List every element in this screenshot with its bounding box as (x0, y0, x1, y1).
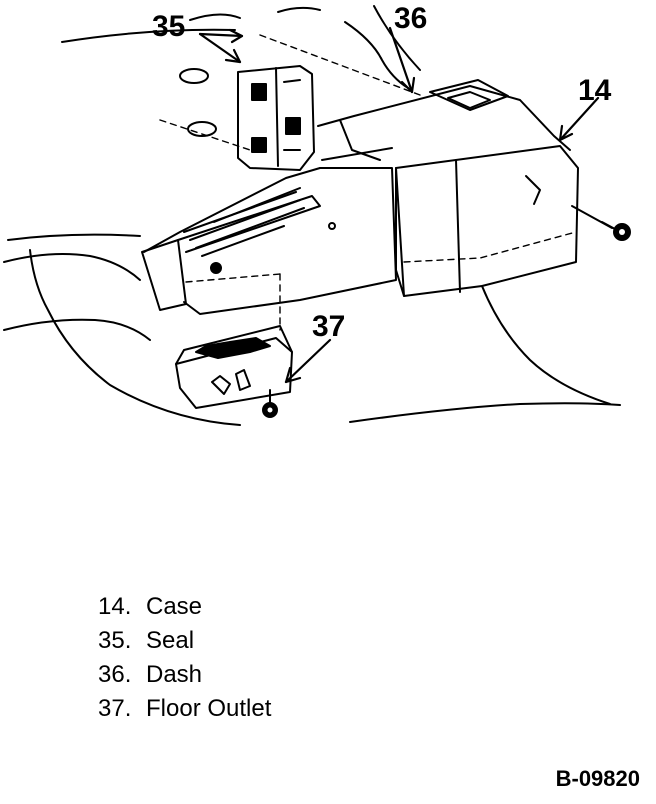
exploded-parts-diagram: 35 36 14 37 (3, 2, 631, 426)
legend-text: Dash (146, 661, 203, 688)
callout-leaders (198, 26, 600, 384)
callout-36: 36 (394, 2, 427, 35)
parts-legend: 14. Case 35. Seal 36. Dash 37. Floor Outlet (98, 590, 271, 726)
legend-text: Floor Outlet (146, 695, 272, 722)
legend-number: 35. (98, 627, 132, 654)
legend-item-case: 14. Case (98, 590, 271, 624)
legend-text: Seal (146, 627, 195, 654)
legend-text: Case (146, 593, 203, 620)
legend-number: 37. (98, 695, 132, 722)
callout-37: 37 (312, 310, 345, 343)
case-part (141, 79, 631, 315)
legend-number: 14. (98, 593, 132, 620)
legend-item-dash: 36. Dash (98, 658, 271, 692)
alignment-lines (159, 34, 421, 331)
legend-number: 36. (98, 661, 132, 688)
figure-id: B-09820 (555, 766, 640, 791)
seal-part (237, 65, 315, 171)
legend-item-seal: 35. Seal (98, 624, 271, 658)
legend-item-floor-outlet: 37. Floor Outlet (98, 692, 271, 726)
callout-35: 35 (152, 10, 185, 43)
dash-panel-outline (3, 5, 621, 426)
dash-mounting-holes (179, 68, 217, 137)
callout-14: 14 (578, 74, 612, 107)
floor-outlet-part (175, 325, 293, 418)
